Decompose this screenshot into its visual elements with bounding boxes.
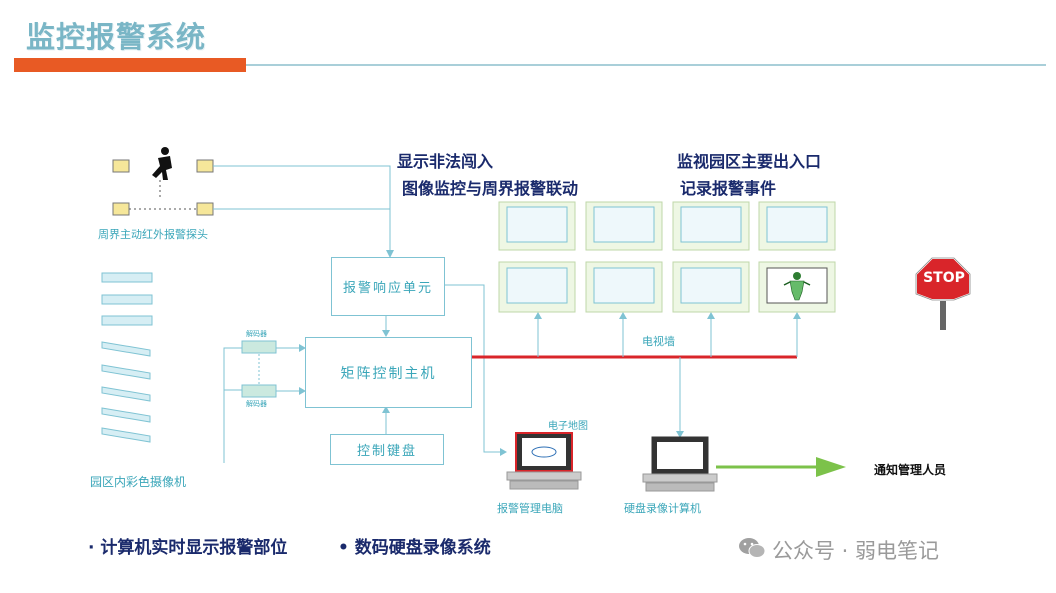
monitor-alarm-icon	[758, 261, 836, 313]
alarm-response-unit: 报警响应单元	[331, 257, 445, 316]
monitor-icon	[758, 201, 836, 251]
tv-wall-label: 电视墙	[642, 335, 675, 348]
decoder-label: 解码器	[246, 400, 267, 408]
decoder-icon	[241, 340, 277, 354]
emap-label: 电子地图	[548, 421, 588, 432]
caption-record-events: 记录报警事件	[680, 179, 777, 198]
ir-probe	[196, 202, 214, 216]
ir-probe	[112, 202, 130, 216]
alarm-pc-icon	[506, 432, 582, 490]
title-accent-bar	[14, 58, 246, 72]
monitor-icon	[498, 261, 576, 313]
cameras-label: 园区内彩色摄像机	[90, 475, 187, 489]
camera-icon	[101, 315, 153, 326]
stop-sign-text: STOP	[923, 270, 965, 286]
decoder-icon	[241, 384, 277, 398]
bottom-item-realtime: · 计算机实时显示报警部位	[88, 538, 288, 558]
title-divider	[246, 64, 1046, 66]
dvr-pc-icon	[642, 436, 718, 492]
intruder-icon	[152, 147, 172, 180]
camera-icon	[101, 272, 153, 283]
stop-sign-icon	[915, 257, 971, 330]
camera-icon	[101, 407, 151, 423]
notify-arrow-icon	[716, 457, 846, 477]
caption-monitor-entrances: 监视园区主要出入口	[677, 152, 822, 171]
wechat-icon	[738, 537, 766, 559]
caption-linkage: 图像监控与周界报警联动	[402, 179, 579, 198]
notify-staff-label: 通知管理人员	[874, 463, 947, 477]
monitor-icon	[672, 201, 750, 251]
dvr-pc-label: 硬盘录像计算机	[624, 502, 701, 515]
monitor-icon	[672, 261, 750, 313]
watermark-text: 公众号 · 弱电笔记	[772, 539, 940, 563]
camera-icon	[101, 386, 151, 402]
ir-probe-label: 周界主动红外报警探头	[98, 228, 208, 241]
page-title: 监控报警系统	[26, 20, 207, 54]
ir-probe-group	[112, 147, 214, 216]
alarm-pc-label: 报警管理电脑	[497, 502, 563, 515]
bottom-item-dvr: • 数码硬盘录像系统	[338, 538, 491, 558]
caption-intrusion: 显示非法闯入	[397, 152, 494, 171]
camera-group	[101, 272, 153, 443]
camera-icon	[101, 364, 151, 380]
matrix-control-host: 矩阵控制主机	[305, 337, 472, 408]
camera-icon	[101, 294, 153, 305]
ir-probe	[196, 159, 214, 173]
control-keyboard: 控制键盘	[330, 434, 444, 465]
decoder-label: 解码器	[246, 330, 267, 338]
monitor-icon	[585, 201, 663, 251]
monitor-icon	[498, 201, 576, 251]
camera-icon	[101, 427, 151, 443]
tv-wall	[498, 201, 836, 313]
ir-probe	[112, 159, 130, 173]
camera-icon	[101, 341, 151, 357]
monitor-icon	[585, 261, 663, 313]
